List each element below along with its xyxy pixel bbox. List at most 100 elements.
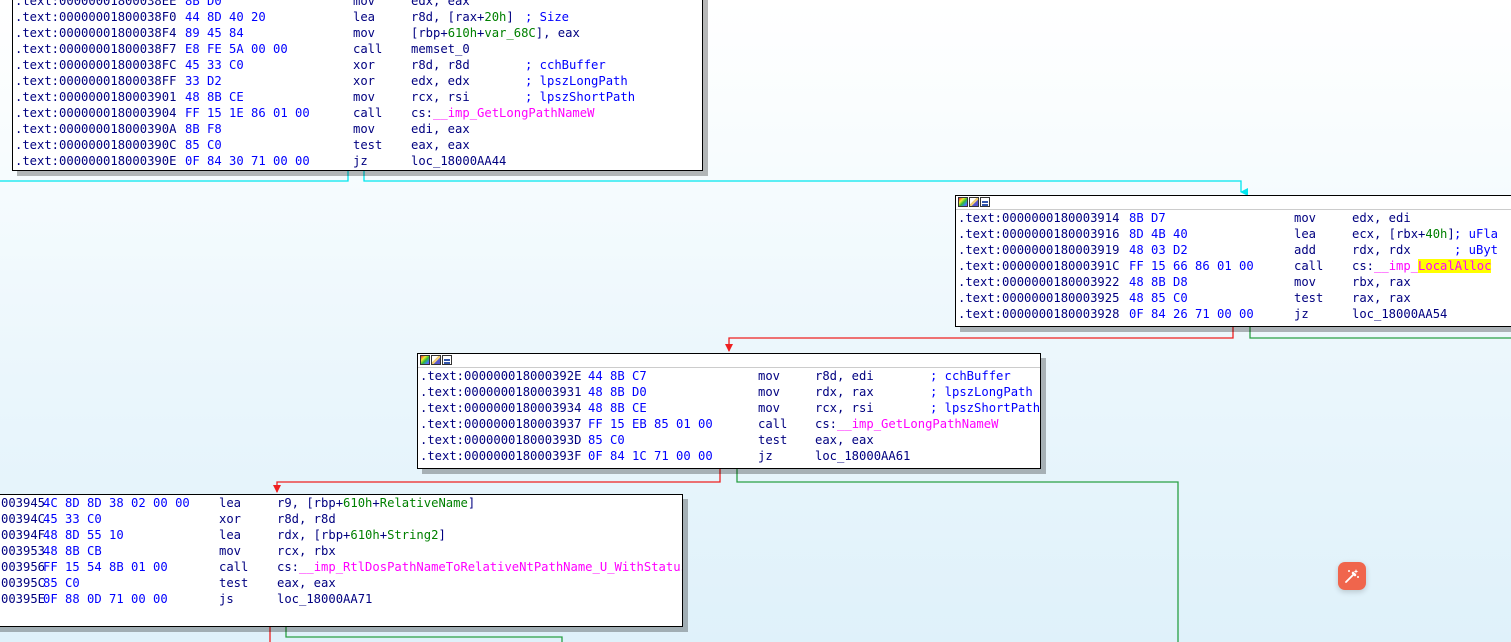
address: .text:00000001800038F7 <box>15 42 177 56</box>
symbol-name[interactable]: LocalAlloc <box>1418 259 1492 273</box>
symbol-name[interactable]: __imp_RtlDosPathNameToRelativeNtPathName… <box>299 560 683 574</box>
symbol-name[interactable]: __imp_GetLongPathNameW <box>433 106 595 120</box>
mnemonic: xor <box>353 74 376 88</box>
operand-part: cs: <box>1352 259 1375 273</box>
symbol-name[interactable]: __imp_ <box>1374 259 1419 273</box>
address: .text:00000001800038F0 <box>15 10 177 24</box>
opcode-bytes: 48 85 C0 <box>1129 291 1188 305</box>
address: 00395E <box>1 592 46 606</box>
operand-part[interactable]: 20h <box>484 10 507 24</box>
edge-block4-taken <box>285 627 563 642</box>
operands: rdx, rdx <box>1352 242 1411 258</box>
address: 00394C <box>1 512 46 526</box>
symbol-name[interactable]: __imp_GetLongPathNameW <box>837 417 999 431</box>
operand-part: [rbp+ <box>411 26 448 40</box>
operand-part[interactable]: 40h <box>1425 227 1448 241</box>
operand-part[interactable]: 610h <box>350 528 380 542</box>
operand-part: loc_18000AA54 <box>1352 307 1448 321</box>
operand-part: r8d, [rax+ <box>411 10 485 24</box>
operands: loc_18000AA44 <box>411 153 506 169</box>
address: .text:0000000180003937 <box>420 417 582 431</box>
operand-part: edx, edx <box>411 74 470 88</box>
mnemonic: jz <box>1294 307 1309 321</box>
operand-part[interactable]: RelativeName <box>379 496 468 510</box>
mnemonic: add <box>1294 243 1317 257</box>
operands: r8d, r8d <box>277 511 336 527</box>
gradient-icon[interactable] <box>958 197 968 207</box>
address: .text:0000000180003931 <box>420 385 582 399</box>
operand-part[interactable]: 610h <box>447 26 478 40</box>
edge-block2-taken <box>1249 327 1511 339</box>
magic-wand-icon <box>1345 569 1359 583</box>
block-header <box>956 196 1511 210</box>
edit-icon[interactable] <box>431 355 441 365</box>
opcode-bytes: E8 FE 5A 00 00 <box>185 42 288 56</box>
address: .text:00000001800038EE <box>15 0 177 8</box>
operand-part: cs: <box>815 417 838 431</box>
operand-part: ] <box>506 10 514 24</box>
mnemonic: test <box>353 138 383 152</box>
operand-part: ] <box>467 496 476 510</box>
graph-icon[interactable] <box>442 355 452 365</box>
operand-part[interactable]: String2 <box>387 528 439 542</box>
operand-part[interactable]: var_68C <box>484 26 536 40</box>
operand-part: rdx, [rbp+ <box>277 528 351 542</box>
header-separator <box>956 209 1511 210</box>
operand-part: rdx, rax <box>815 385 874 399</box>
graph-icon[interactable] <box>980 197 990 207</box>
operands: r8d, [rax+20h] <box>411 9 514 25</box>
magic-wand-button[interactable] <box>1338 562 1366 590</box>
operand-part[interactable]: 610h <box>343 496 373 510</box>
gradient-icon[interactable] <box>420 355 430 365</box>
mnemonic: mov <box>353 26 376 40</box>
operands: eax, eax <box>815 432 874 448</box>
operand-part: r8d, r8d <box>411 58 470 72</box>
operands: rax, rax <box>1352 290 1411 306</box>
mnemonic: call <box>758 417 788 431</box>
operands: eax, eax <box>411 137 470 153</box>
operand-part: rcx, rsi <box>411 90 470 104</box>
address: 003953 <box>1 544 46 558</box>
opcode-bytes: 85 C0 <box>588 433 625 447</box>
mnemonic: jz <box>758 449 773 463</box>
edit-icon[interactable] <box>969 197 979 207</box>
opcode-bytes: 44 8B C7 <box>588 369 647 383</box>
edge-block3-to-block4 <box>273 469 721 493</box>
opcode-bytes: 48 8B D0 <box>588 385 647 399</box>
